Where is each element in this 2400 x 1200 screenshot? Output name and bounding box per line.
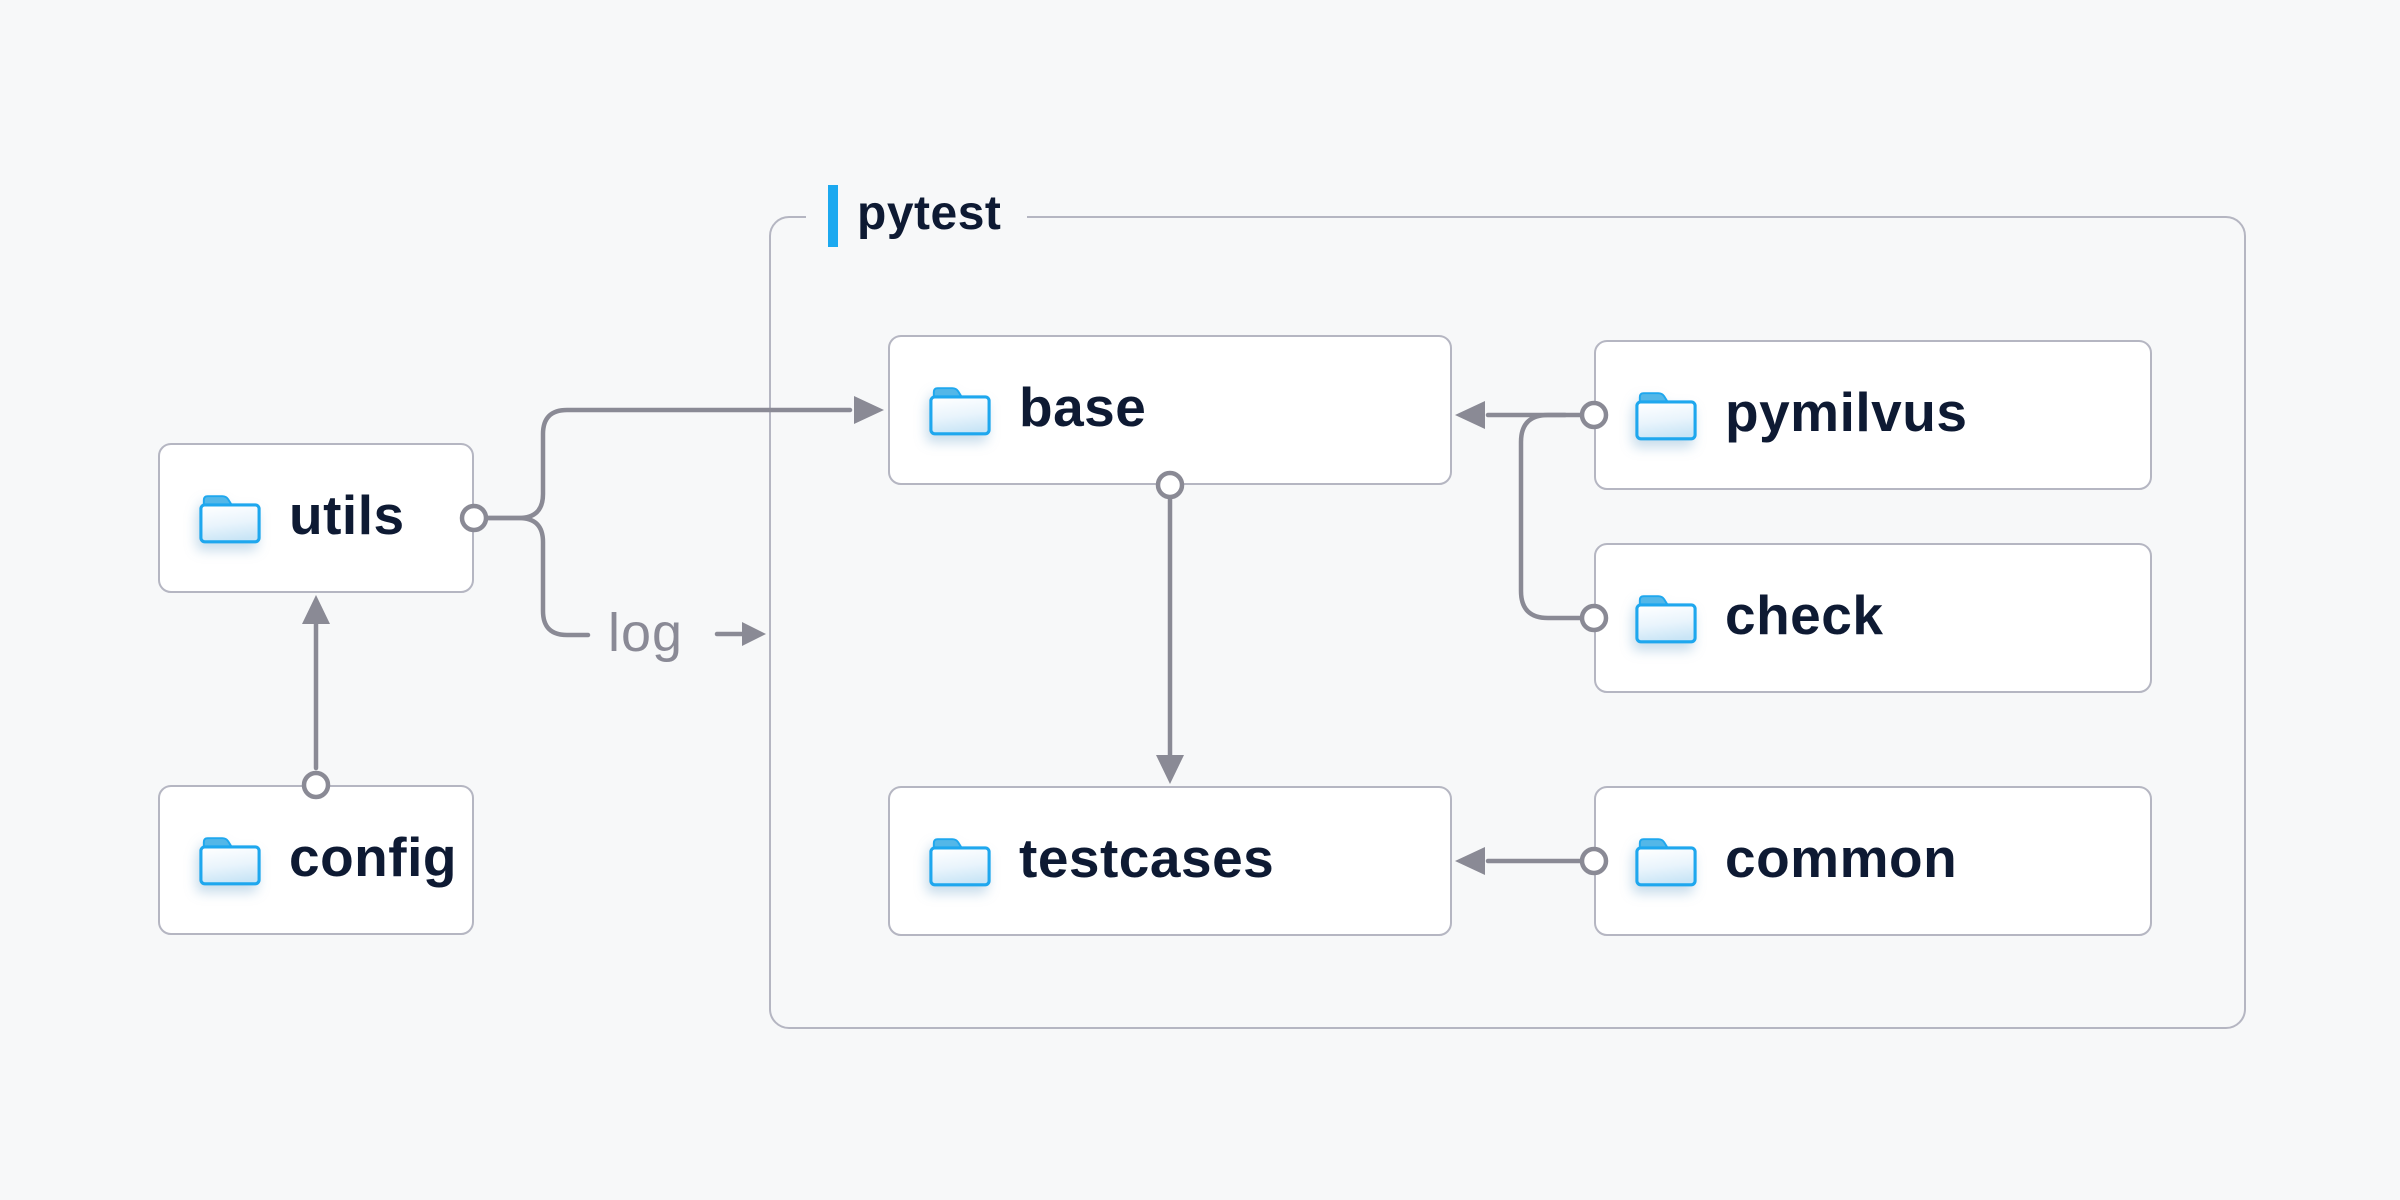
folder-icon [1635,837,1697,886]
arrowhead-into-utils-bottom [302,595,330,624]
group-title: pytest [857,187,1002,240]
edge-utils-log [483,515,591,638]
pytest-group-label: pytest [806,185,1028,247]
folder-icon [1635,594,1697,643]
folder-icon [929,386,991,435]
accent-bar [828,185,838,247]
folder-icon [199,494,261,543]
node-label: base [1019,375,1147,438]
node-label: pymilvus [1725,380,1968,443]
node-label: testcases [1019,826,1275,889]
node-label: config [289,825,457,888]
node-common: common [1594,786,2152,936]
edge-label-log: log [608,603,684,663]
node-base: base [888,335,1452,485]
node-testcases: testcases [888,786,1452,936]
node-check: check [1594,543,2152,693]
pytest-group-outline [769,216,2246,1029]
node-utils: utils [158,443,474,593]
folder-icon [1635,391,1697,440]
node-pymilvus: pymilvus [1594,340,2152,490]
log-arrowhead [742,622,766,646]
node-config: config [158,785,474,935]
node-label: utils [289,483,405,546]
folder-icon [929,837,991,886]
node-label: check [1725,583,1884,646]
node-label: common [1725,826,1958,889]
folder-icon [199,836,261,885]
